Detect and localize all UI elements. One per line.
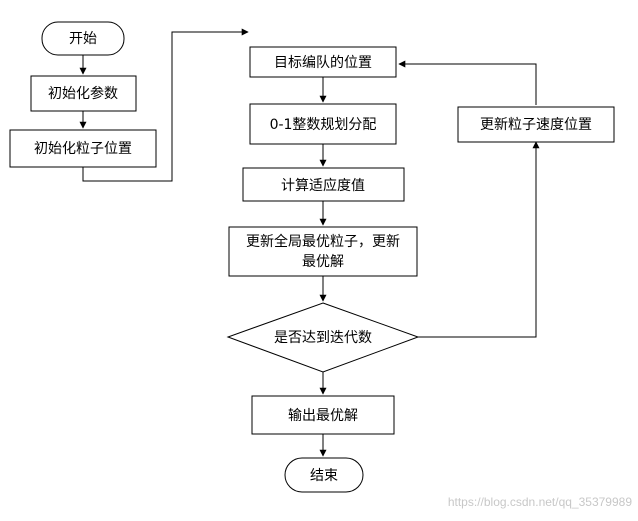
node-decision: 是否达到迭代数 xyxy=(226,302,420,373)
node-update-speed: 更新粒子速度位置 xyxy=(457,106,615,143)
node-init-positions: 初始化粒子位置 xyxy=(9,129,157,168)
edge-init-positions-to-formation-target xyxy=(82,28,249,182)
node-init-params: 初始化参数 xyxy=(30,75,137,112)
end-terminator xyxy=(284,457,364,493)
update-best-label-line2: 最优解 xyxy=(302,254,344,270)
formation-target-label: 目标编队的位置 xyxy=(274,55,372,71)
integer-alloc-box xyxy=(249,103,397,145)
update-best-label-line1: 更新全局最优粒子，更新 xyxy=(246,233,400,250)
init-params-label: 初始化参数 xyxy=(48,85,118,102)
output-label: 输出最优解 xyxy=(288,408,358,424)
update-speed-label: 更新粒子速度位置 xyxy=(480,117,592,133)
start-label: 开始 xyxy=(69,31,97,47)
edge-decision-to-update-speed xyxy=(418,141,540,338)
node-start: 开始 xyxy=(41,21,125,56)
update-best-box xyxy=(228,226,418,277)
update-speed-box xyxy=(457,106,615,143)
integer-alloc-label: 0-1整数规划分配 xyxy=(270,117,377,133)
end-label: 结束 xyxy=(310,468,338,484)
decision-label: 是否达到迭代数 xyxy=(274,330,372,346)
node-fitness: 计算适应度值 xyxy=(242,167,405,202)
init-positions-label: 初始化粒子位置 xyxy=(34,140,132,157)
decision-diamond xyxy=(226,302,420,373)
start-terminator xyxy=(41,21,125,56)
edges xyxy=(79,28,540,457)
output-box xyxy=(251,395,395,435)
fitness-box xyxy=(242,167,405,202)
node-integer-alloc: 0-1整数规划分配 xyxy=(249,103,397,145)
formation-target-box xyxy=(249,46,397,78)
init-params-box xyxy=(30,75,137,112)
init-positions-box xyxy=(9,129,157,168)
node-update-best: 更新全局最优粒子，更新 最优解 xyxy=(228,226,418,277)
fitness-label: 计算适应度值 xyxy=(281,177,365,194)
node-output: 输出最优解 xyxy=(251,395,395,435)
edge-update-speed-to-formation-target xyxy=(398,60,537,105)
node-formation-target: 目标编队的位置 xyxy=(249,46,397,78)
watermark: https://blog.csdn.net/qq_35379989 xyxy=(448,495,632,509)
node-end: 结束 xyxy=(284,457,364,493)
